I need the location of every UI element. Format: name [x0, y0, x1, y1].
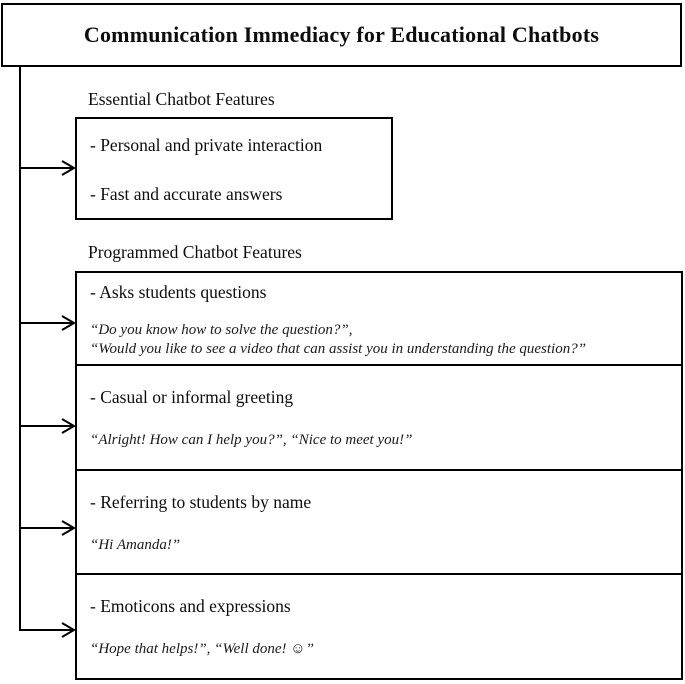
feature-examples: “Alright! How can I help you?”, “Nice to… — [90, 431, 669, 450]
feature-row-casual-greeting: - Casual or informal greeting “Alright! … — [77, 363, 681, 469]
example-quote: “Alright! How can I help you?”, “Nice to… — [90, 431, 413, 448]
feature-examples: “Do you know how to solve the question?”… — [90, 321, 669, 359]
arrow-connector-row-3 — [19, 520, 76, 536]
feature-title: - Emoticons and expressions — [90, 596, 291, 617]
feature-item: - Personal and private interaction — [90, 135, 323, 155]
essential-features-box: - Personal and private interaction - Fas… — [75, 117, 393, 220]
title-box: Communication Immediacy for Educational … — [1, 3, 682, 67]
example-quote: “Hope that helps!”, “Well done! ☺” — [90, 641, 314, 658]
feature-title: - Casual or informal greeting — [90, 386, 294, 407]
feature-examples: “Hi Amanda!” — [90, 536, 669, 555]
feature-row-refer-by-name: - Referring to students by name “Hi Aman… — [77, 468, 681, 574]
arrow-connector-row-1 — [19, 315, 76, 331]
programmed-section-label: Programmed Chatbot Features — [88, 242, 302, 262]
example-quote: “Hi Amanda!” — [90, 536, 181, 553]
essential-section-label: Essential Chatbot Features — [88, 89, 275, 109]
feature-item: - Fast and accurate answers — [90, 184, 283, 204]
arrow-connector-essential — [19, 160, 76, 176]
feature-row-asks-questions: - Asks students questions “Do you know h… — [77, 273, 681, 364]
feature-examples: “Hope that helps!”, “Well done! ☺” — [90, 640, 669, 659]
programmed-features-box: - Asks students questions “Do you know h… — [75, 271, 683, 680]
example-quote: “Would you like to see a video that can … — [90, 341, 587, 357]
arrow-connector-row-4 — [19, 622, 76, 638]
feature-title: - Asks students questions — [90, 282, 267, 302]
feature-title: - Referring to students by name — [90, 491, 312, 512]
arrow-connector-row-2 — [19, 418, 76, 434]
feature-row-emoticons: - Emoticons and expressions “Hope that h… — [77, 573, 681, 678]
example-quote: “Do you know how to solve the question?”… — [90, 322, 353, 338]
page-title: Communication Immediacy for Educational … — [83, 22, 600, 47]
